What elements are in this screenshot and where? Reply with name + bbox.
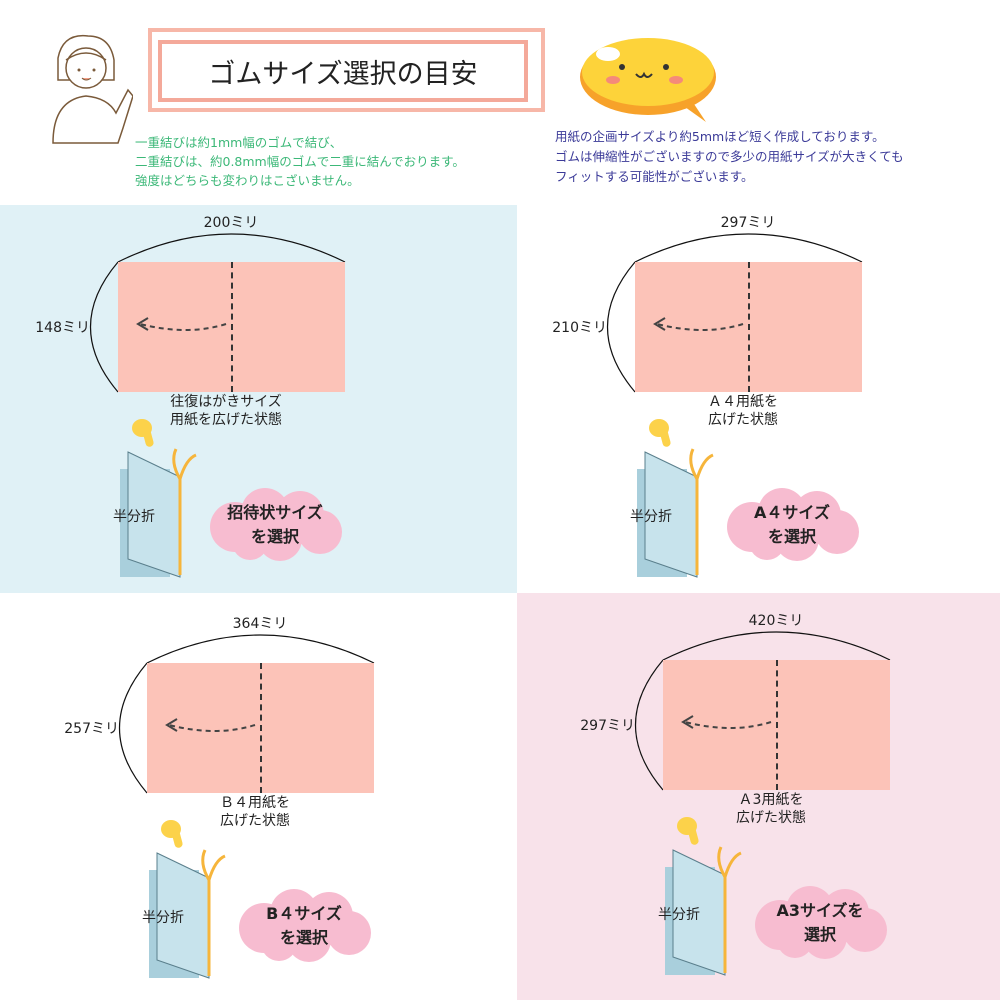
cloud-icon: [727, 488, 859, 561]
rubber-band-note: 一重結びは約1mm幅のゴムで結び、 二重結びは、約0.8mm幅のゴムで二重に結ん…: [135, 133, 465, 190]
panel-postcard: 200ミリ 148ミリ 往復はがきサイズ用紙を広げた状態 半分折 招待状サイズ …: [0, 205, 518, 593]
folded-card-icon: [637, 448, 714, 578]
note-line: 強度はどちらも変わりはこざいません。: [135, 173, 360, 188]
pointing-hand-icon: [649, 419, 671, 447]
width-label: 364ミリ: [232, 616, 288, 632]
cloud-icon: [210, 488, 342, 561]
note-line: 二重結びは、約0.8mm幅のゴムで二重に結んでおります。: [135, 154, 465, 169]
fold-label: 半分折: [630, 509, 672, 525]
folded-card-icon: [665, 846, 742, 976]
cloud-icon: [239, 889, 371, 962]
pointing-hand-icon: [677, 817, 699, 845]
paper-sheet: [147, 663, 374, 793]
pointing-hand-icon: [161, 820, 183, 848]
cloud-icon: [755, 886, 887, 959]
note-line: 一重結びは約1mm幅のゴムで結び、: [135, 135, 343, 150]
title-frame: [148, 28, 545, 112]
panel-a3: 420ミリ 297ミリ Ａ3用紙を広げた状態 半分折 A3サイズを 選択: [517, 593, 1000, 1000]
fold-line: [748, 262, 750, 392]
caption: Ａ４用紙を広げた状態: [708, 394, 778, 428]
folded-card-icon: [149, 849, 226, 979]
width-label: 420ミリ: [748, 613, 804, 629]
dimension-arcs: [607, 233, 863, 393]
note-line: ゴムは伸縮性がございますので多少の用紙サイズが大きくても: [555, 149, 904, 164]
size-choice-label: B４サイズ を選択: [266, 903, 342, 947]
folded-card-icon: [120, 448, 197, 578]
size-choice-cloud: A４サイズ を選択: [722, 487, 862, 562]
pointing-hand-icon: [132, 419, 154, 447]
fold-arrow-icon: [165, 718, 256, 732]
fold-line: [776, 660, 778, 790]
height-label: 148ミリ: [35, 320, 90, 336]
caption: 往復はがきサイズ用紙を広げた状態: [170, 394, 282, 428]
page-title: ゴムサイズ選択の目安: [158, 40, 528, 102]
panel-a4: 297ミリ 210ミリ Ａ４用紙を広げた状態 半分折 A４サイズ を選択: [517, 205, 1000, 593]
dimension-arcs: [119, 634, 375, 794]
fold-arrow-icon: [681, 715, 772, 729]
size-choice-cloud: 招待状サイズ を選択: [205, 487, 345, 562]
fold-label: 半分折: [658, 907, 700, 923]
fold-arrow-icon: [136, 317, 227, 331]
panel-b4: 364ミリ 257ミリ Ｂ４用紙を広げた状態 半分折 B４サイズ を選択: [0, 593, 517, 1000]
size-choice-label: A４サイズ を選択: [754, 502, 830, 546]
fold-line: [260, 663, 262, 793]
fold-line: [231, 262, 233, 392]
girl-illustration: [52, 34, 133, 144]
width-label: 200ミリ: [203, 215, 259, 231]
width-label: 297ミリ: [720, 215, 776, 231]
fold-label: 半分折: [142, 910, 184, 926]
fold-label: 半分折: [113, 509, 155, 525]
size-choice-label: A3サイズを 選択: [776, 900, 864, 944]
paper-sheet: [663, 660, 890, 790]
caption: Ａ3用紙を広げた状態: [736, 792, 806, 826]
size-choice-label: 招待状サイズ を選択: [227, 502, 323, 546]
size-note: 用紙の企画サイズより約5mmほど短く作成しております。 ゴムは伸縮性がございます…: [555, 127, 904, 187]
note-line: 用紙の企画サイズより約5mmほど短く作成しております。: [555, 129, 885, 144]
size-choice-cloud: B４サイズ を選択: [234, 888, 374, 963]
fold-arrow-icon: [653, 317, 744, 331]
smiley-bubble-icon: [580, 38, 716, 122]
height-label: 210ミリ: [552, 320, 607, 336]
paper-sheet: [635, 262, 862, 392]
dimension-arcs: [90, 233, 346, 393]
size-choice-cloud: A3サイズを 選択: [750, 885, 890, 960]
note-line: フィットする可能性がございます。: [555, 169, 754, 184]
paper-sheet: [118, 262, 345, 392]
caption: Ｂ４用紙を広げた状態: [220, 795, 290, 829]
height-label: 257ミリ: [64, 721, 119, 737]
height-label: 297ミリ: [580, 718, 635, 734]
dimension-arcs: [635, 631, 891, 791]
